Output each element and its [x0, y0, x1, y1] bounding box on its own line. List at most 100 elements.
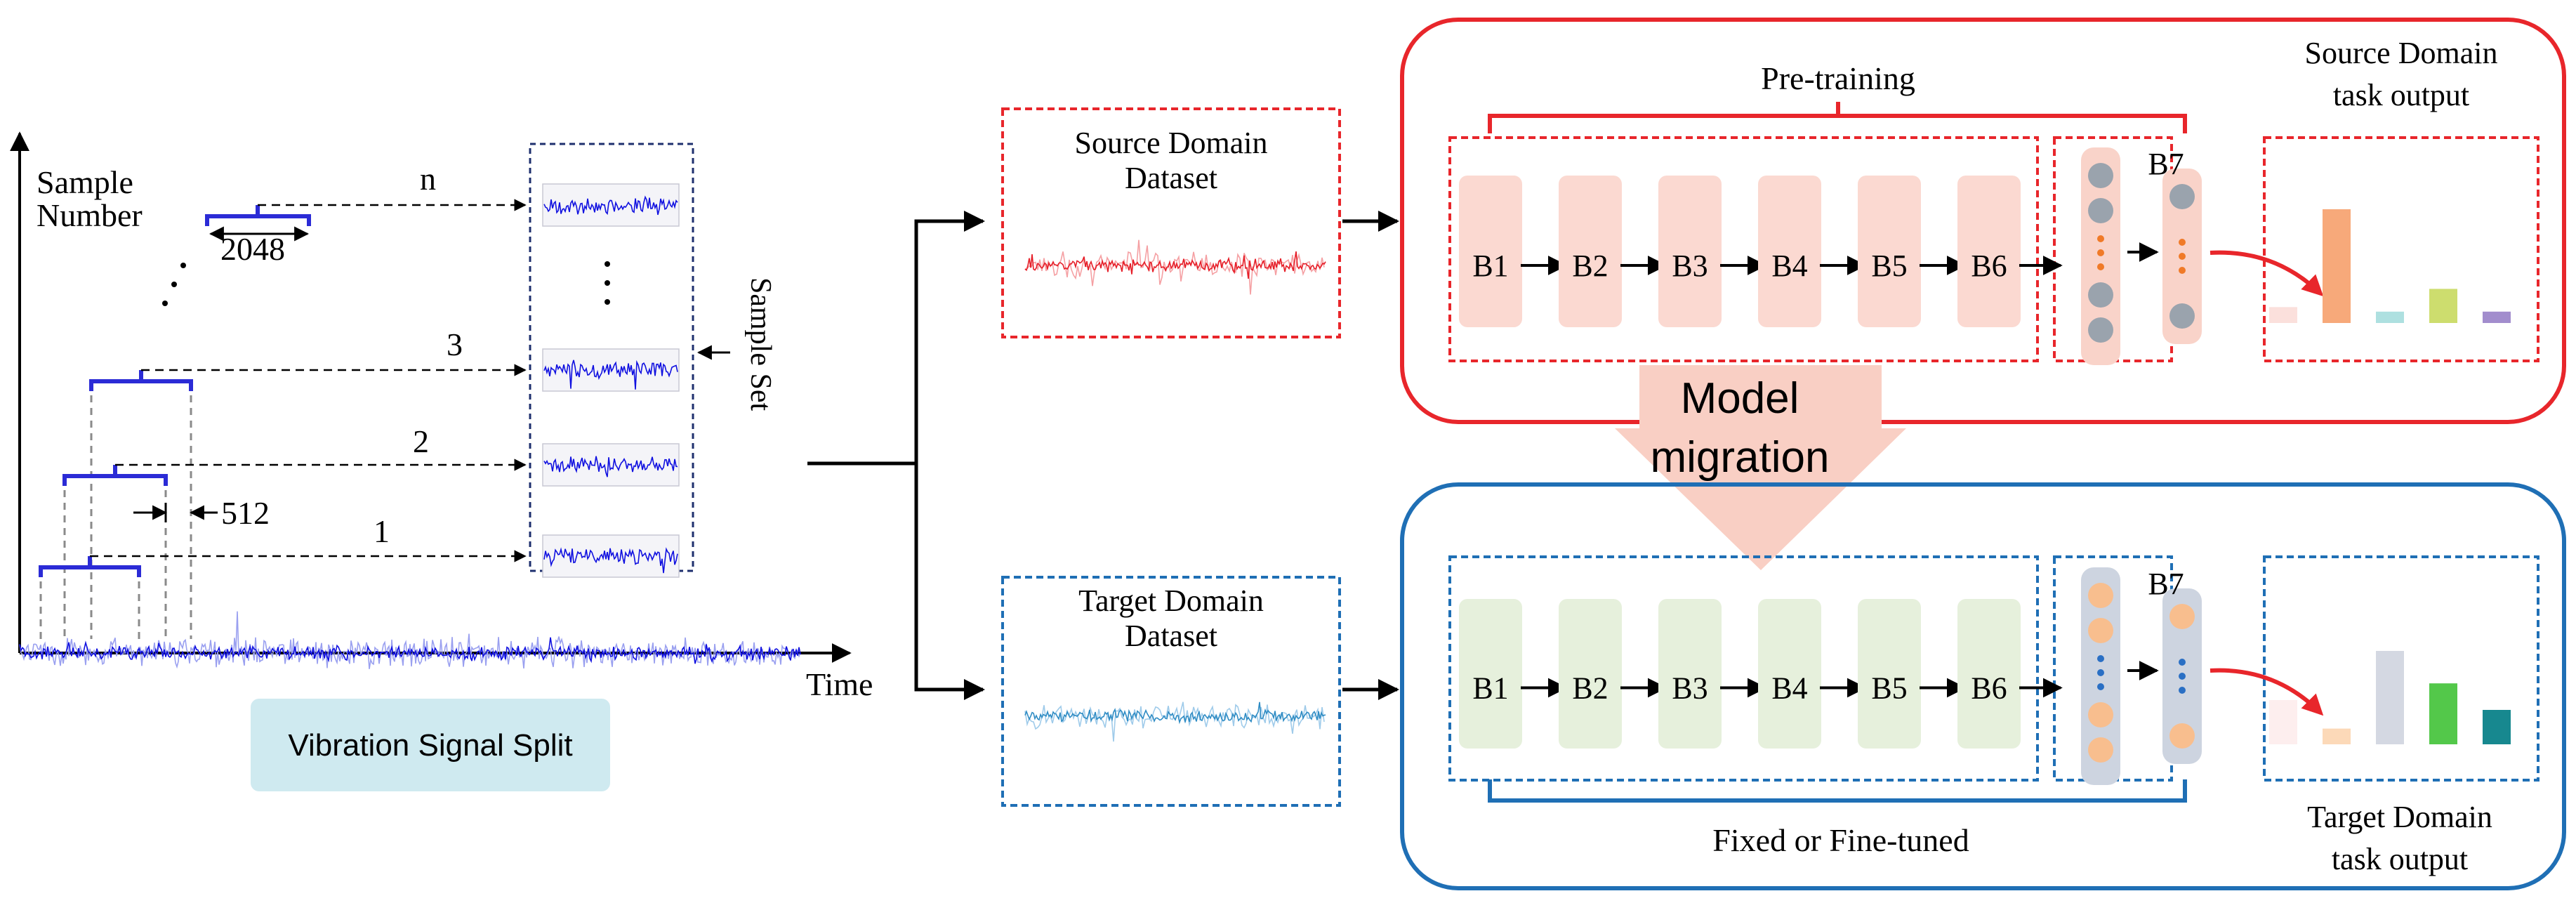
source-output-bars — [2269, 209, 2511, 323]
block-label: B6 — [1971, 249, 2007, 283]
raw-signal-halo — [19, 611, 801, 669]
output-bar — [2323, 728, 2351, 744]
pretraining-bracket — [1488, 102, 2187, 133]
sample-signal — [543, 547, 678, 574]
neuron-ellipsis — [2179, 687, 2186, 694]
block-label: B1 — [1472, 671, 1508, 706]
neuron-ellipsis — [2097, 683, 2104, 690]
block-label: B2 — [1572, 249, 1608, 283]
block-b1 — [1459, 599, 1522, 749]
neuron — [2088, 317, 2113, 343]
source-dataset-title-1: Source Domain — [1075, 126, 1268, 160]
output-bar — [2323, 209, 2351, 323]
panel-label-box — [251, 699, 610, 791]
sample-signals — [542, 183, 680, 578]
output-bar — [2269, 307, 2297, 323]
block-label: B5 — [1871, 249, 1907, 283]
output-bar — [2483, 311, 2511, 323]
block-label: B6 — [1971, 671, 2007, 706]
sample-signal — [543, 195, 678, 216]
signal-split-panel: Sample Number Time n 3 — [9, 131, 873, 791]
migration-label-1: Model — [1681, 374, 1799, 423]
output-bar — [2483, 710, 2511, 744]
neuron-ellipsis — [2179, 253, 2186, 260]
neuron-ellipsis — [2179, 267, 2186, 274]
output-bar — [2429, 683, 2457, 744]
block-label: B4 — [1771, 671, 1807, 706]
sample-label-3: 3 — [447, 327, 463, 362]
sample-arrows — [90, 199, 527, 562]
target-output-bars — [2269, 651, 2511, 744]
block-label: B3 — [1672, 671, 1708, 706]
target-output-arrow — [2210, 668, 2324, 716]
step-size-label: 512 — [221, 495, 270, 531]
source-head — [2081, 147, 2202, 365]
y-axis-label-line1: Sample — [37, 164, 133, 200]
neuron — [2169, 303, 2195, 329]
target-dataset: Target Domain Dataset — [1001, 576, 1341, 807]
block-b4 — [1758, 599, 1821, 749]
source-dataset-title-2: Dataset — [1125, 161, 1217, 195]
target-model-panel: Fixed or Fine-tuned Target Domain task o… — [1400, 482, 2566, 890]
output-bar — [2376, 651, 2404, 744]
block-b3 — [1658, 599, 1722, 749]
block-b6 — [1957, 599, 2021, 749]
neuron — [2088, 282, 2113, 308]
neuron — [2088, 163, 2113, 188]
block-b6 — [1957, 176, 2021, 327]
raw-vibration-signal — [19, 611, 801, 669]
sample-set-label: Sample Set — [744, 277, 777, 411]
fine-tune-label: Fixed or Fine-tuned — [1712, 822, 1969, 858]
source-signal — [1024, 239, 1326, 295]
target-head-label: B7 — [2148, 567, 2184, 601]
output-bar — [2269, 700, 2297, 744]
target-signal-core — [1024, 701, 1326, 725]
neuron — [2169, 604, 2195, 629]
target-output-title-2: task output — [2332, 842, 2468, 876]
sample-label-2: 2 — [413, 423, 429, 459]
source-head-label: B7 — [2148, 147, 2184, 181]
neuron — [2088, 583, 2113, 608]
block-b3 — [1658, 176, 1722, 327]
sample-signal — [543, 360, 678, 390]
neuron — [2169, 184, 2195, 209]
target-signal-halo — [1024, 701, 1325, 742]
ellipsis-diagonal — [162, 263, 186, 306]
target-output-title-1: Target Domain — [2307, 800, 2492, 834]
source-output-box — [2263, 136, 2539, 362]
neuron-ellipsis — [2097, 655, 2104, 662]
model-migration: Model migration — [1615, 365, 1906, 570]
neuron-ellipsis — [2179, 659, 2186, 666]
source-backbone-box — [1448, 136, 2039, 362]
window-brackets — [39, 205, 311, 577]
pretraining-label: Pre-training — [1761, 60, 1915, 96]
neuron-ellipsis — [2097, 669, 2104, 676]
block-b2 — [1559, 176, 1622, 327]
raw-signal-core — [19, 637, 801, 664]
neuron-ellipsis — [2179, 673, 2186, 680]
panel-label: Vibration Signal Split — [288, 728, 572, 763]
window-size-label: 2048 — [220, 231, 285, 267]
block-b5 — [1858, 176, 1921, 327]
neuron — [2088, 198, 2113, 223]
sample-label-n: n — [420, 161, 436, 197]
fine-tune-bracket — [1488, 779, 2187, 803]
block-b4 — [1758, 176, 1821, 327]
source-output-title-1: Source Domain — [2305, 36, 2498, 70]
block-label: B5 — [1871, 671, 1907, 706]
block-label: B2 — [1572, 671, 1608, 706]
sample-label-1: 1 — [374, 513, 390, 549]
block-b5 — [1858, 599, 1921, 749]
neuron — [2088, 618, 2113, 643]
neuron — [2169, 723, 2195, 749]
neuron — [2088, 702, 2113, 727]
sample-signal — [543, 456, 678, 477]
block-label: B4 — [1771, 249, 1807, 283]
target-signal — [1024, 701, 1326, 742]
block-b1 — [1459, 176, 1522, 327]
block-label: B1 — [1472, 249, 1508, 283]
source-dataset: Source Domain Dataset — [1001, 107, 1341, 338]
branch-connector — [807, 211, 1399, 700]
